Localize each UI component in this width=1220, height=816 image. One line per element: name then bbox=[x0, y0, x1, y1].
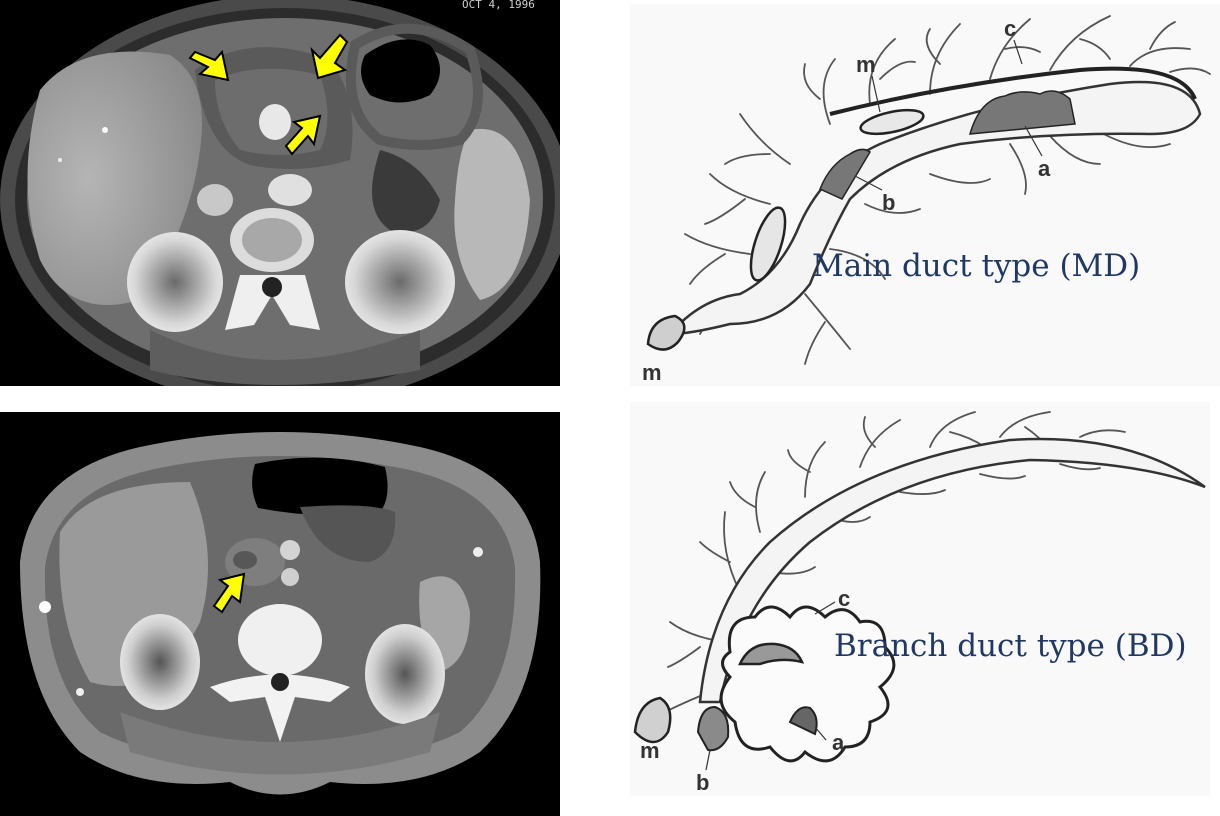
label-m-upper: m bbox=[856, 52, 876, 77]
label-m: m bbox=[640, 738, 660, 763]
label-b: b bbox=[696, 770, 709, 795]
label-c: c bbox=[838, 586, 850, 611]
caption-branch-duct: Branch duct type (BD) bbox=[834, 628, 1187, 664]
label-b: b bbox=[882, 190, 895, 215]
label-a: a bbox=[832, 730, 845, 755]
diagram-main-duct: m c a b m bbox=[630, 4, 1220, 386]
label-c: c bbox=[1004, 16, 1016, 41]
arrow-marker-2 bbox=[310, 33, 349, 80]
label-a: a bbox=[1038, 156, 1051, 181]
ct-scan-main-duct: OCT 4, 1996 bbox=[0, 0, 560, 386]
caption-main-duct: Main duct type (MD) bbox=[812, 248, 1141, 284]
diagram-branch-duct: c m b a bbox=[630, 402, 1210, 796]
arrow-marker-4 bbox=[212, 572, 246, 614]
label-m-lower: m bbox=[642, 360, 662, 385]
arrow-marker-3 bbox=[284, 114, 322, 156]
arrow-marker-1 bbox=[188, 49, 230, 82]
ct-timestamp: OCT 4, 1996 bbox=[462, 0, 535, 11]
ct-scan-branch-duct bbox=[0, 412, 560, 816]
